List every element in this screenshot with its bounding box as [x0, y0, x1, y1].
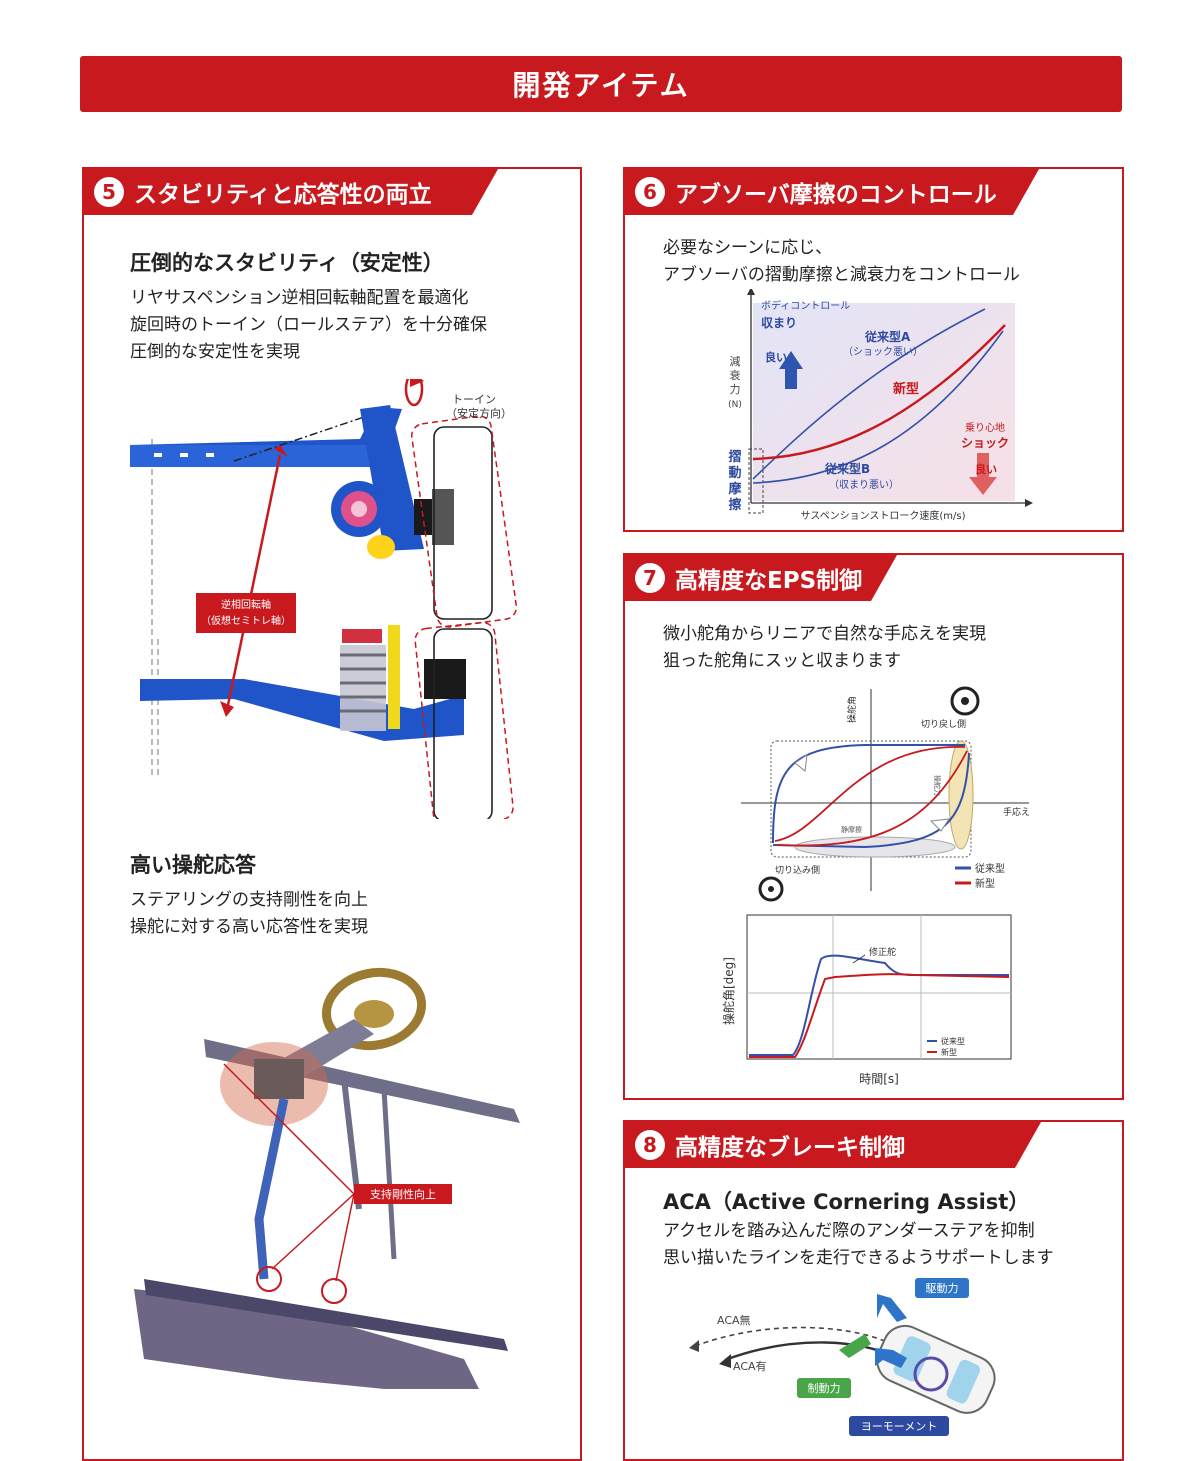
stability-heading: 圧倒的なスタビリティ（安定性）	[130, 251, 444, 275]
absorber-line-1: 必要なシーンに応じ、	[663, 238, 833, 258]
stability-line-2: 旋回時のトーイン（ロールステア）を十分確保	[130, 315, 487, 335]
legend-old-label: 従来型	[975, 862, 1005, 875]
legend-new-label: 新型	[975, 877, 995, 890]
new-type-label: 新型	[893, 381, 919, 397]
steering-response-heading: 高い操舵応答	[130, 853, 256, 877]
panel-absorber: 6 アブソーバ摩擦のコントロール 必要なシーンに応じ、 アブソーバの摺動摩擦と減…	[623, 167, 1124, 532]
correction-steer-label: 修正舵	[869, 946, 896, 958]
panel-7-header: 7 高精度なEPS制御	[625, 555, 897, 601]
type-a-sub-label: （ショック悪い）	[843, 346, 923, 358]
panel-7-title: 高精度なEPS制御	[675, 568, 863, 594]
stability-line-3: 圧倒的な安定性を実現	[130, 342, 300, 362]
static-friction-label: 静摩擦	[841, 825, 862, 834]
turn-in-side-label: 切り込み側	[775, 864, 820, 876]
steering-angle-y-label: 操舵角[deg]	[721, 957, 736, 1025]
panel-7-number: 7	[635, 563, 665, 593]
type-a-label: 従来型A	[864, 329, 911, 344]
rear-suspension-figure: 逆相回転軸 （仮想セミトレ軸） トーイン （安定方向）	[130, 379, 518, 819]
toe-in-sub-label: （安定方向）	[446, 406, 512, 420]
eps-line-1: 微小舵角からリニアで自然な手応えを実現	[663, 624, 986, 644]
type-b-sub-label: （収まり悪い）	[829, 479, 899, 491]
panel-eps: 7 高精度なEPS制御 微小舵角からリニアで自然な手応えを実現 狙った舵角にスッ…	[623, 553, 1124, 1100]
ylabel-1: 減	[730, 354, 741, 368]
section-banner: 開発アイテム	[80, 56, 1122, 112]
absorber-line-2: アブソーバの摺動摩擦と減衰力をコントロール	[663, 265, 1020, 285]
steering-feel-chart: 操舵角 手応え 切り戻し側 切り込み側 静摩擦 操舵力 従来型 新型	[741, 686, 1030, 902]
panel-5-number: 5	[94, 177, 124, 207]
ride-comfort-label: 乗り心地	[965, 421, 1005, 434]
friction-label-4: 擦	[728, 497, 741, 513]
brake-force-label: 制動力	[808, 1381, 841, 1395]
feedback-axis-label: 手応え	[1003, 806, 1030, 818]
panel-stability: 5 スタビリティと応答性の両立 圧倒的なスタビリティ（安定性） リヤサスペンショ…	[82, 167, 582, 1461]
drive-force-label: 駆動力	[926, 1281, 959, 1295]
yaw-moment-label: ヨーモーメント	[861, 1420, 938, 1433]
stability-line-1: リヤサスペンション逆相回転軸配置を最適化	[130, 288, 469, 308]
ylabel-2: 衰	[730, 368, 741, 382]
steering-force-label: 操舵力	[933, 775, 942, 796]
damping-force-chart: ボディコントロール 収まり 良い 従来型A （ショック悪い） 新型 従来型B （…	[728, 289, 1033, 522]
panel-6-header: 6 アブソーバ摩擦のコントロール	[625, 169, 1039, 215]
eps-line-2: 狙った舵角にスッと収まります	[663, 651, 901, 671]
ylabel-4: (N)	[728, 400, 742, 410]
aca-on-label: ACA有	[733, 1359, 767, 1373]
banner-title: 開発アイテム	[512, 69, 690, 102]
shock-label: ショック	[961, 436, 1009, 450]
panel-5-title: スタビリティと応答性の両立	[134, 182, 432, 208]
steering-line-2: 操舵に対する高い応答性を実現	[130, 917, 368, 937]
support-rigidity-label: 支持剛性向上	[370, 1187, 436, 1201]
good-down-label: 良い	[975, 462, 997, 476]
steering-angle-axis-label: 操舵角	[846, 696, 858, 723]
body-control-label: ボディコントロール	[761, 299, 850, 312]
panel-brake: 8 高精度なブレーキ制御 ACA（Active Cornering Assist…	[623, 1120, 1124, 1461]
ylabel-3: 力	[730, 383, 741, 396]
axis-label-1: 逆相回転軸	[221, 598, 271, 611]
aca-heading: ACA（Active Cornering Assist）	[663, 1190, 1030, 1214]
panel-8-number: 8	[635, 1130, 665, 1160]
return-side-label: 切り戻し側	[921, 718, 966, 730]
legend2-new-label: 新型	[941, 1047, 957, 1057]
settle-label: 収まり	[761, 316, 797, 330]
panel-8-header: 8 高精度なブレーキ制御	[625, 1122, 1041, 1168]
steering-line-1: ステアリングの支持剛性を向上	[130, 890, 368, 910]
aca-line-1: アクセルを踏み込んだ際のアンダーステアを抑制	[663, 1221, 1035, 1241]
legend2-old-label: 従来型	[941, 1036, 965, 1046]
steering-angle-time-chart: 修正舵 操舵角[deg] 時間[s] 従来型 新型	[721, 914, 1012, 1086]
panel-5-header: 5 スタビリティと応答性の両立	[84, 169, 498, 215]
steering-support-figure: 支持剛性向上	[134, 967, 520, 1389]
panel-8-title: 高精度なブレーキ制御	[675, 1135, 905, 1161]
axis-label-2: （仮想セミトレ軸）	[201, 614, 291, 627]
toe-in-label: トーイン	[452, 393, 496, 406]
aca-off-label: ACA無	[717, 1313, 751, 1327]
aca-line-2: 思い描いたラインを走行できるようサポートします	[663, 1248, 1054, 1268]
time-x-label: 時間[s]	[859, 1072, 899, 1086]
panel-6-title: アブソーバ摩擦のコントロール	[675, 182, 997, 208]
aca-diagram: ACA無 ACA有 駆動力 制動力 ヨーモーメント	[689, 1278, 996, 1436]
panel-6-number: 6	[635, 177, 665, 207]
friction-label-3: 摩	[728, 481, 742, 497]
type-b-label: 従来型B	[824, 461, 870, 476]
x-axis-label: サスペンションストローク速度(m/s)	[800, 509, 965, 522]
friction-label-1: 摺	[728, 450, 741, 465]
friction-label-2: 動	[728, 465, 741, 481]
good-up-label: 良い	[765, 350, 787, 364]
